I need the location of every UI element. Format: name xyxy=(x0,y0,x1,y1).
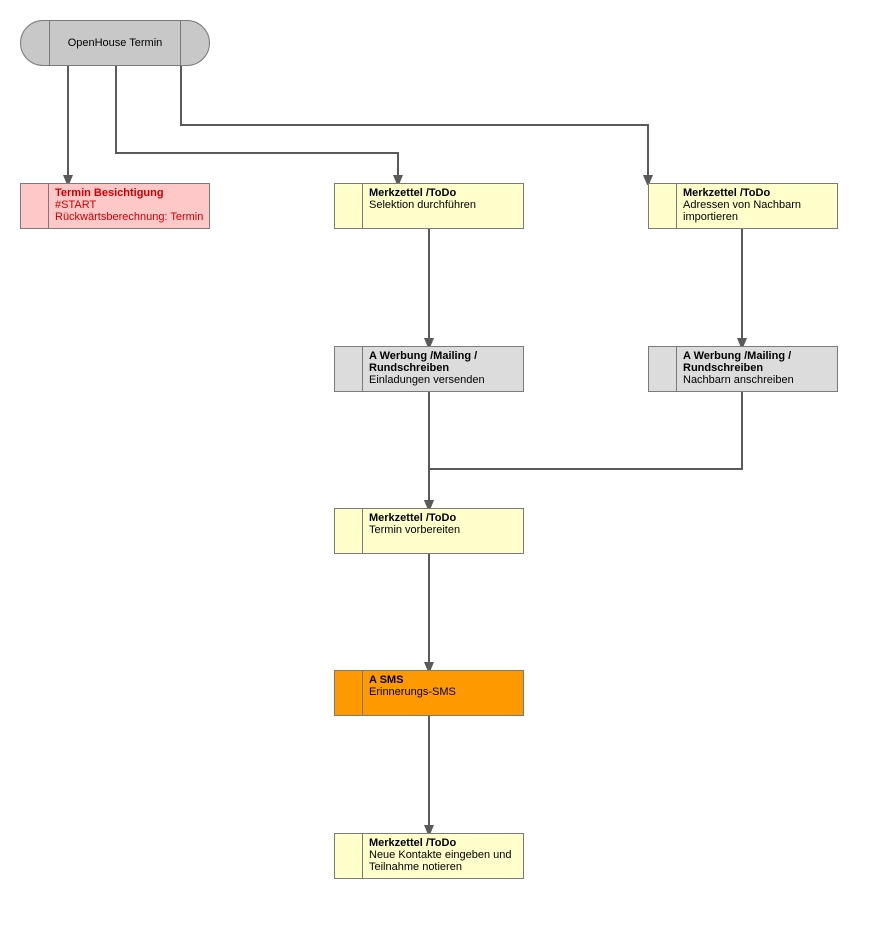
start-node-label: OpenHouse Termin xyxy=(67,37,163,49)
node-strip xyxy=(335,184,363,228)
node-line: Teilnahme notieren xyxy=(369,861,462,873)
node-line: Erinnerungs-SMS xyxy=(369,686,456,698)
node-line: #START xyxy=(55,199,97,211)
node-line: Termin vorbereiten xyxy=(369,524,461,536)
node-termin-besichtigung[interactable]: Termin Besichtigung #START Rückwärtsbere… xyxy=(20,183,210,229)
node-neue-kontakte[interactable]: Merkzettel /ToDo Neue Kontakte eingeben … xyxy=(334,833,524,879)
node-title: A Werbung /Mailing / Rundschreiben xyxy=(683,350,792,374)
node-line: Neue Kontakte eingeben und xyxy=(369,849,512,861)
edge-start-to-n3 xyxy=(180,66,648,181)
node-line: Rückwärtsberechnung: Termin xyxy=(55,211,204,223)
node-title: A SMS xyxy=(369,674,404,686)
node-title: Merkzettel /ToDo xyxy=(683,187,771,199)
node-strip xyxy=(649,184,677,228)
node-title: Merkzettel /ToDo xyxy=(369,837,457,849)
node-line: Nachbarn anschreiben xyxy=(683,374,794,386)
node-title: Termin Besichtigung xyxy=(55,187,164,199)
node-termin-vorbereiten[interactable]: Merkzettel /ToDo Termin vorbereiten xyxy=(334,508,524,554)
node-erinnerungs-sms[interactable]: A SMS Erinnerungs-SMS xyxy=(334,670,524,716)
node-strip xyxy=(335,834,363,878)
node-title: Merkzettel /ToDo xyxy=(369,512,457,524)
node-line: importieren xyxy=(683,211,739,223)
node-line: Adressen von Nachbarn xyxy=(683,199,802,211)
node-adressen-import[interactable]: Merkzettel /ToDo Adressen von Nachbarn i… xyxy=(648,183,838,229)
node-einladungen[interactable]: A Werbung /Mailing / Rundschreiben Einla… xyxy=(334,346,524,392)
node-strip xyxy=(335,347,363,391)
node-strip xyxy=(335,509,363,553)
node-strip xyxy=(335,671,363,715)
node-strip xyxy=(649,347,677,391)
node-selektion[interactable]: Merkzettel /ToDo Selektion durchführen xyxy=(334,183,524,229)
edge-start-to-n2 xyxy=(115,66,398,181)
start-node[interactable]: OpenHouse Termin xyxy=(20,20,210,66)
start-node-left-divider xyxy=(49,21,50,65)
node-title: A Werbung /Mailing / Rundschreiben xyxy=(369,350,478,374)
start-node-right-divider xyxy=(180,21,181,65)
node-line: Selektion durchführen xyxy=(369,199,477,211)
node-line: Einladungen versenden xyxy=(369,374,485,386)
node-title: Merkzettel /ToDo xyxy=(369,187,457,199)
node-strip xyxy=(21,184,49,228)
node-nachbarn-anschreiben[interactable]: A Werbung /Mailing / Rundschreiben Nachb… xyxy=(648,346,838,392)
edge-n5-to-n6 xyxy=(429,391,743,506)
